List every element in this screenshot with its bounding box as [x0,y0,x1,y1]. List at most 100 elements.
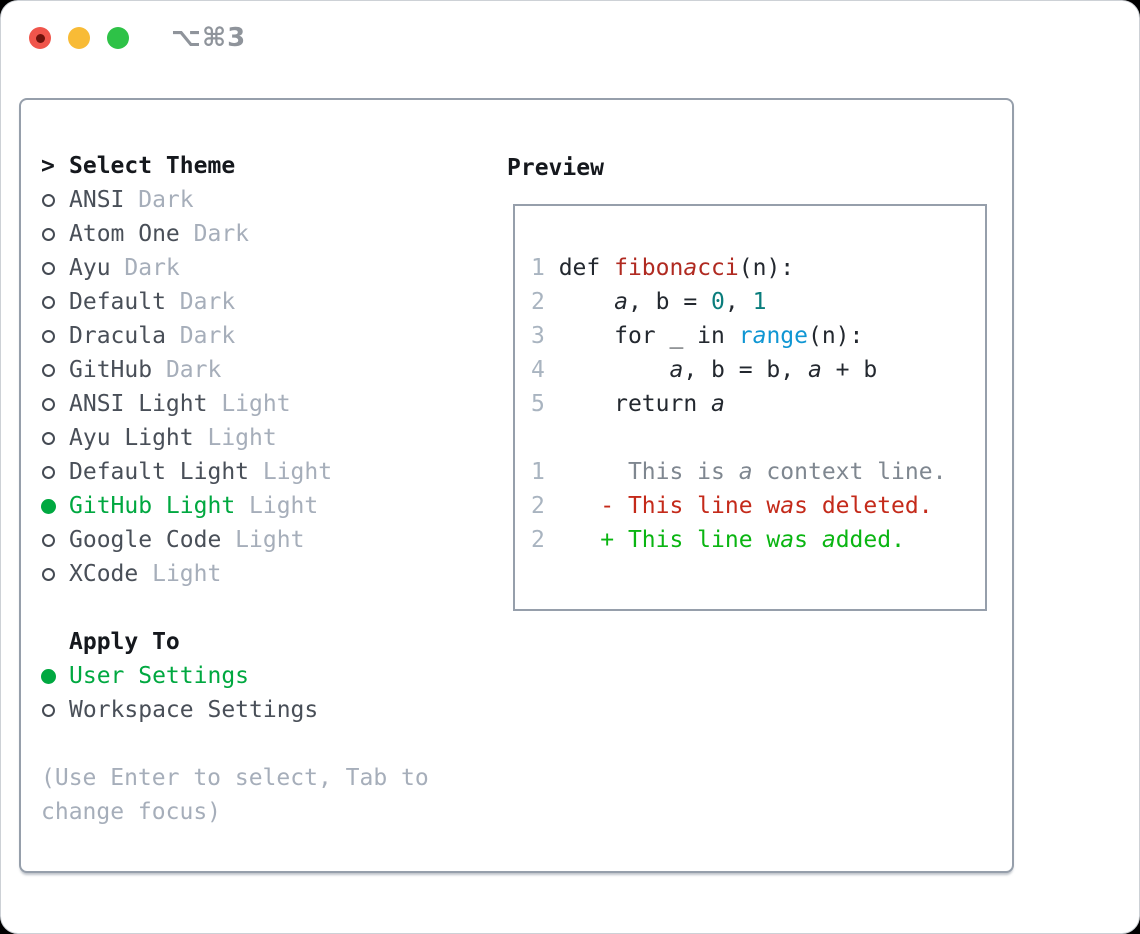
code-line: 5 return a [531,391,725,417]
theme-variant-label: Light [193,425,277,451]
prefix [41,295,69,309]
option-label: Google Code [69,527,222,553]
theme-variant-label: Dark [124,187,194,213]
radio-icon [42,295,55,309]
apply-option-user-settings[interactable]: User Settings [41,659,429,693]
prefix [41,227,69,241]
theme-variant-label: Light [235,493,319,519]
preview-title: Preview [507,155,604,181]
preview-code: 1 def fibonacci(n): 2 a, b = 0, 1 3 for _ … [531,251,985,557]
theme-option-github-light[interactable]: GitHub Light Light [41,489,429,523]
option-label: Atom One [69,221,180,247]
select-theme-header: > Select Theme [41,149,429,183]
prefix [41,703,69,717]
prefix [41,668,69,684]
radio-icon [42,227,55,241]
blank-line [531,421,985,455]
option-label: ANSI [69,187,125,213]
spacer [41,727,429,761]
window-title: ⌥⌘3 [171,23,247,53]
option-label: Default [69,289,166,315]
theme-option-github[interactable]: GitHub Dark [41,353,429,387]
option-label: Ayu Light [69,425,194,451]
radio-icon [42,533,55,547]
prefix [41,533,69,547]
select-theme-title: Select Theme [69,153,236,179]
theme-option-ayu-light[interactable]: Ayu Light Light [41,421,429,455]
prefix [41,567,69,581]
spacer [41,591,429,625]
unsaved-dot-icon [35,33,45,43]
code-line: 2 a, b = 0, 1 [531,289,767,315]
option-label: GitHub [69,357,153,383]
theme-variant-label: Light [207,391,291,417]
theme-variant-label: Dark [152,357,222,383]
code-line: 4 a, b = b, a + b [531,357,878,383]
option-label: User Settings [69,663,250,689]
radio-icon [42,703,55,717]
option-label: Dracula [69,323,166,349]
apply-to-title: Apply To [69,629,180,655]
option-label: GitHub Light [69,493,236,519]
theme-option-xcode[interactable]: XCode Light [41,557,429,591]
diff-line-context: 1 This is a context line. [531,459,947,485]
theme-option-ansi-light[interactable]: ANSI Light Light [41,387,429,421]
diff-line-deleted: 2 - This line was deleted. [531,493,933,519]
code-line: 3 for _ in range(n): [531,323,864,349]
prefix [41,363,69,377]
theme-variant-label: Dark [179,221,250,247]
theme-variant-label: Light [138,561,222,587]
window-controls [29,27,129,49]
theme-option-default-light[interactable]: Default Light Light [41,455,429,489]
radio-icon [42,397,55,411]
titlebar: ⌥⌘3 [1,1,1139,75]
theme-variant-label: Dark [165,289,236,315]
option-label: Workspace Settings [69,697,319,723]
theme-variant-label: Dark [165,323,236,349]
preview-box: 1 def fibonacci(n): 2 a, b = 0, 1 3 for _ … [513,204,987,611]
minimize-button-icon[interactable] [68,27,90,49]
prefix [41,431,69,445]
theme-variant-label: Dark [110,255,180,281]
radio-icon [42,431,55,445]
prefix [41,397,69,411]
selection-arrow-icon: > [41,153,55,179]
apply-to-header: Apply To [41,625,429,659]
prefix [41,261,69,275]
theme-option-atom-one[interactable]: Atom One Dark [41,217,429,251]
option-label: ANSI Light [69,391,208,417]
apply-option-workspace-settings[interactable]: Workspace Settings [41,693,429,727]
zoom-button-icon[interactable] [107,27,129,49]
prefix [41,329,69,343]
radio-icon [42,193,55,207]
prefix [41,498,69,514]
hint-line-2: change focus) [41,799,222,825]
option-label: Ayu [69,255,111,281]
radio-selected-icon [41,498,56,514]
option-label: Default Light [69,459,250,485]
theme-variant-label: Light [249,459,333,485]
radio-selected-icon [41,668,56,684]
close-button-icon[interactable] [29,27,51,49]
radio-icon [42,567,55,581]
radio-icon [42,465,55,479]
code-line: 1 def fibonacci(n): [531,255,795,281]
option-label: XCode [69,561,139,587]
radio-icon [42,261,55,275]
theme-option-dracula[interactable]: Dracula Dark [41,319,429,353]
radio-icon [42,329,55,343]
theme-option-google-code[interactable]: Google Code Light [41,523,429,557]
theme-option-ayu[interactable]: Ayu Dark [41,251,429,285]
hint-line-1: (Use Enter to select, Tab to [41,765,429,791]
prefix [41,193,69,207]
theme-option-ansi[interactable]: ANSI Dark [41,183,429,217]
radio-icon [42,363,55,377]
diff-line-added: 2 + This line was added. [531,527,905,553]
theme-option-default[interactable]: Default Dark [41,285,429,319]
prefix [41,465,69,479]
